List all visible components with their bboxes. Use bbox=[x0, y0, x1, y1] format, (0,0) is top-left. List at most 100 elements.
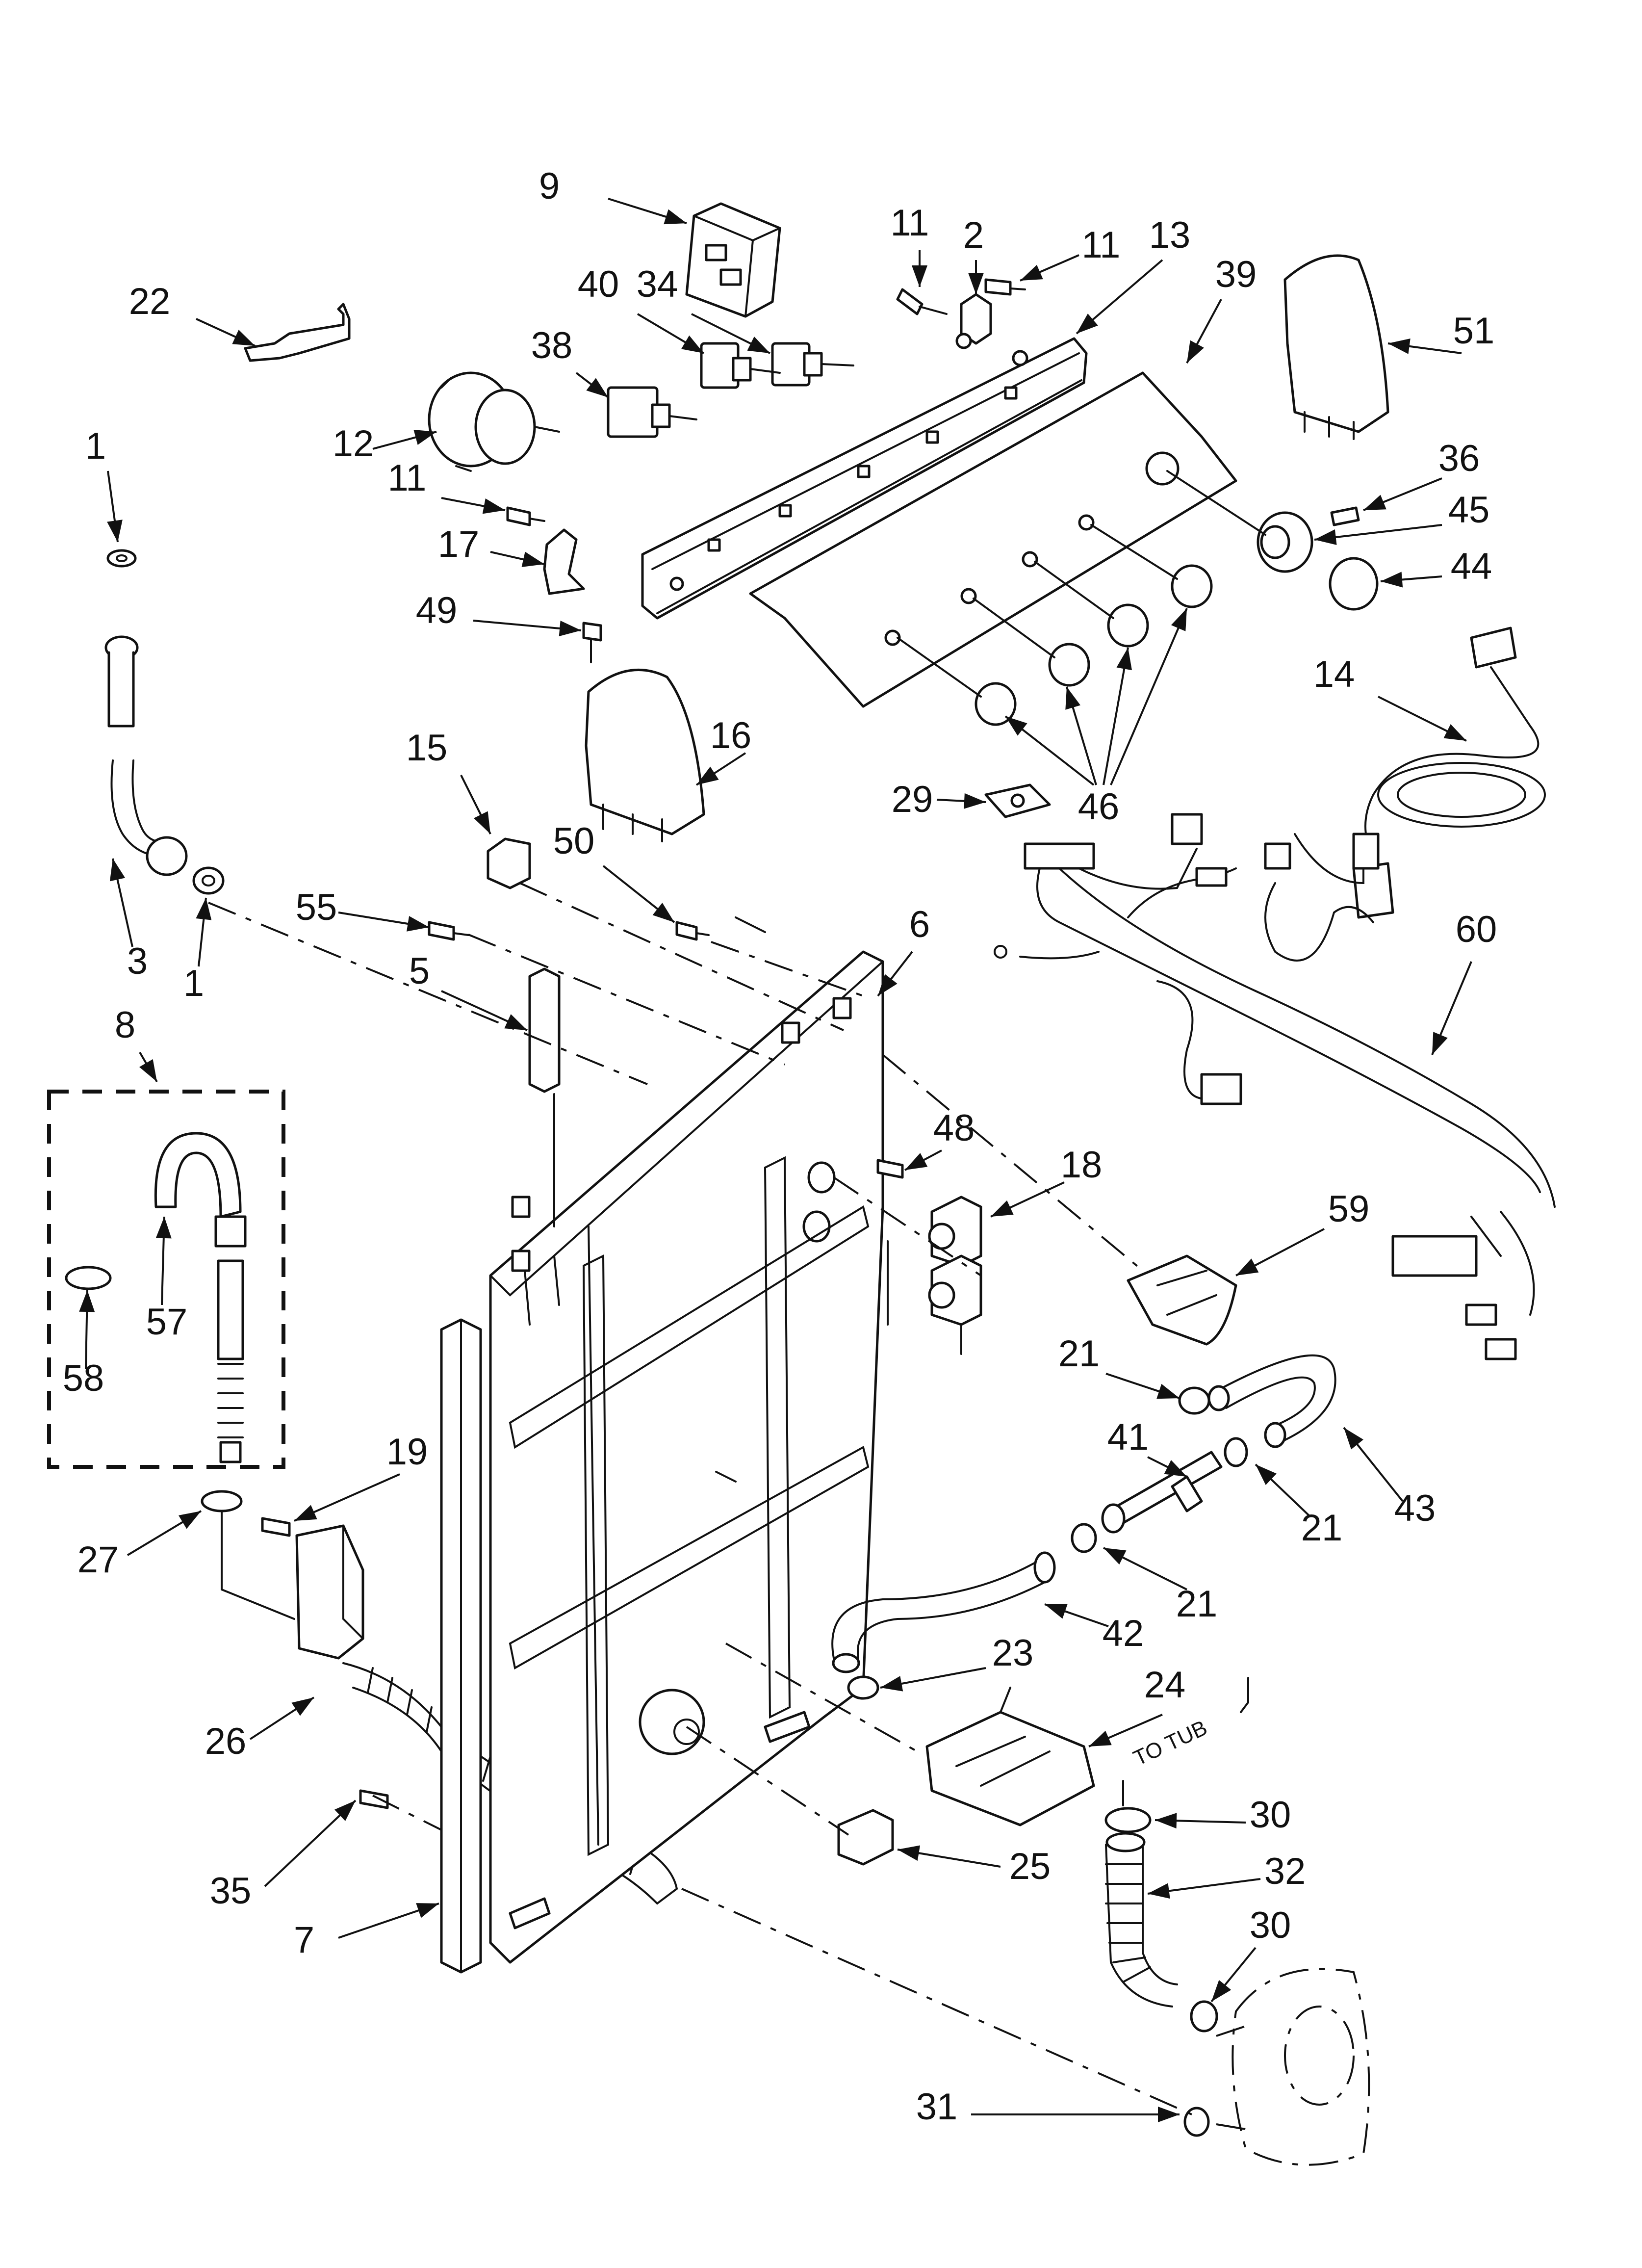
part-bracket-26 bbox=[295, 1524, 364, 1660]
callout-number: 55 bbox=[296, 886, 337, 928]
part-cabinet-6 bbox=[489, 950, 884, 1964]
callout-number: 3 bbox=[127, 940, 148, 982]
part-control-panel-39 bbox=[749, 371, 1237, 708]
callout-arrowhead bbox=[1381, 572, 1403, 588]
callout-6: 6 bbox=[877, 904, 930, 997]
part-screw-19 bbox=[261, 1517, 291, 1537]
part-switch-38 bbox=[607, 386, 697, 438]
part-hose-42 bbox=[831, 1551, 1056, 1673]
callout-number: 18 bbox=[1061, 1144, 1103, 1186]
part-clip-17 bbox=[543, 528, 585, 595]
callout-32: 32 bbox=[1147, 1851, 1306, 1899]
callout-11b: 11 bbox=[1020, 224, 1120, 282]
callout-number: 38 bbox=[531, 325, 573, 366]
callout-number: 9 bbox=[539, 165, 560, 207]
callout-26: 26 bbox=[205, 1696, 315, 1762]
callout-number: 29 bbox=[892, 779, 933, 820]
callout-number: 7 bbox=[294, 1919, 314, 1961]
callout-arrowhead bbox=[1005, 716, 1027, 736]
callout-arrowhead bbox=[1344, 1428, 1363, 1450]
callout-23: 23 bbox=[880, 1632, 1033, 1692]
part-clamp-21b bbox=[1224, 1437, 1248, 1467]
callout-number: 50 bbox=[553, 820, 595, 862]
part-board-29 bbox=[984, 783, 1051, 818]
part-stop-mark bbox=[1240, 1677, 1249, 1713]
callout-29: 29 bbox=[892, 779, 986, 820]
callout-arrowhead bbox=[681, 335, 704, 353]
callout-number: 32 bbox=[1264, 1851, 1306, 1892]
callout-arrowhead bbox=[1103, 1548, 1127, 1564]
callout-46-extra-arrowhead bbox=[1065, 687, 1080, 710]
part-end-cap-51 bbox=[1283, 254, 1389, 440]
callout-17: 17 bbox=[438, 523, 545, 567]
part-hose-32 bbox=[1105, 1832, 1178, 2007]
callout-number: 30 bbox=[1250, 1904, 1291, 1946]
part-tub-outline bbox=[1216, 1968, 1370, 2166]
part-clip-25 bbox=[837, 1809, 894, 1866]
callout-12: 12 bbox=[333, 423, 437, 465]
part-screw-55 bbox=[428, 921, 469, 941]
part-screw-49 bbox=[582, 622, 602, 663]
callout-arrowhead bbox=[991, 1200, 1014, 1217]
callout-21b: 21 bbox=[1255, 1463, 1342, 1549]
callout-arrowhead bbox=[905, 1153, 928, 1170]
callout-number: 40 bbox=[578, 263, 619, 305]
callout-41: 41 bbox=[1107, 1416, 1187, 1478]
part-power-cord-14 bbox=[1352, 626, 1546, 919]
callout-arrowhead bbox=[1158, 2107, 1180, 2122]
callout-2: 2 bbox=[963, 214, 984, 294]
callout-38: 38 bbox=[531, 325, 609, 398]
callout-7: 7 bbox=[294, 1903, 439, 1961]
callout-48: 48 bbox=[904, 1107, 975, 1171]
callout-number: 26 bbox=[205, 1721, 247, 1762]
callout-arrowhead bbox=[482, 498, 505, 514]
callout-arrowhead bbox=[1443, 724, 1466, 741]
callout-number: 11 bbox=[388, 457, 427, 499]
callout-number: 2 bbox=[963, 214, 984, 256]
callout-arrowhead bbox=[747, 337, 770, 353]
callout-number: 27 bbox=[77, 1539, 119, 1581]
callout-1a: 1 bbox=[85, 425, 123, 543]
callout-arrowhead bbox=[291, 1697, 314, 1716]
callout-58: 58 bbox=[63, 1290, 104, 1399]
callout-18: 18 bbox=[990, 1144, 1103, 1218]
callout-number: 34 bbox=[637, 263, 678, 305]
part-knob-46b bbox=[1107, 603, 1149, 648]
callout-arrowhead bbox=[107, 520, 123, 542]
callout-number: 24 bbox=[1144, 1664, 1186, 1706]
callout-44: 44 bbox=[1380, 546, 1492, 588]
callout-45: 45 bbox=[1314, 489, 1489, 545]
callout-number: 12 bbox=[333, 423, 374, 465]
callout-arrowhead bbox=[1236, 1258, 1259, 1276]
callout-number: 45 bbox=[1448, 489, 1490, 531]
callout-arrowhead bbox=[586, 378, 608, 397]
callout-49: 49 bbox=[416, 590, 582, 636]
callout-arrowhead bbox=[559, 621, 581, 636]
assembly-lines bbox=[208, 882, 1192, 2115]
callout-arrowhead bbox=[139, 1059, 157, 1082]
callout-3: 3 bbox=[109, 858, 148, 982]
part-console-bracket-13 bbox=[641, 337, 1088, 620]
callout-number: 49 bbox=[416, 590, 458, 631]
callout-19: 19 bbox=[294, 1431, 428, 1522]
callout-30b: 30 bbox=[1210, 1904, 1291, 2003]
callout-arrowhead bbox=[1187, 340, 1204, 363]
callout-9: 9 bbox=[539, 165, 687, 225]
callout-arrowhead bbox=[521, 551, 544, 567]
callout-arrowhead bbox=[1148, 1883, 1170, 1899]
part-clamp-30b bbox=[1190, 2000, 1218, 2033]
callout-number: 5 bbox=[409, 950, 430, 992]
part-clamp-58 bbox=[65, 1266, 112, 1290]
part-switch-34 bbox=[771, 342, 854, 387]
callout-arrowhead bbox=[878, 974, 898, 996]
callout-51: 51 bbox=[1387, 310, 1494, 354]
part-bracket-15 bbox=[487, 837, 531, 889]
part-dial-12 bbox=[428, 371, 560, 472]
part-timer-9 bbox=[685, 202, 781, 318]
callout-number: 15 bbox=[406, 727, 448, 769]
callout-arrowhead bbox=[1077, 313, 1098, 334]
part-switch-40 bbox=[700, 342, 781, 389]
callout-1b: 1 bbox=[183, 897, 212, 1004]
callout-number: 23 bbox=[992, 1632, 1034, 1674]
callout-number: 22 bbox=[129, 281, 171, 322]
